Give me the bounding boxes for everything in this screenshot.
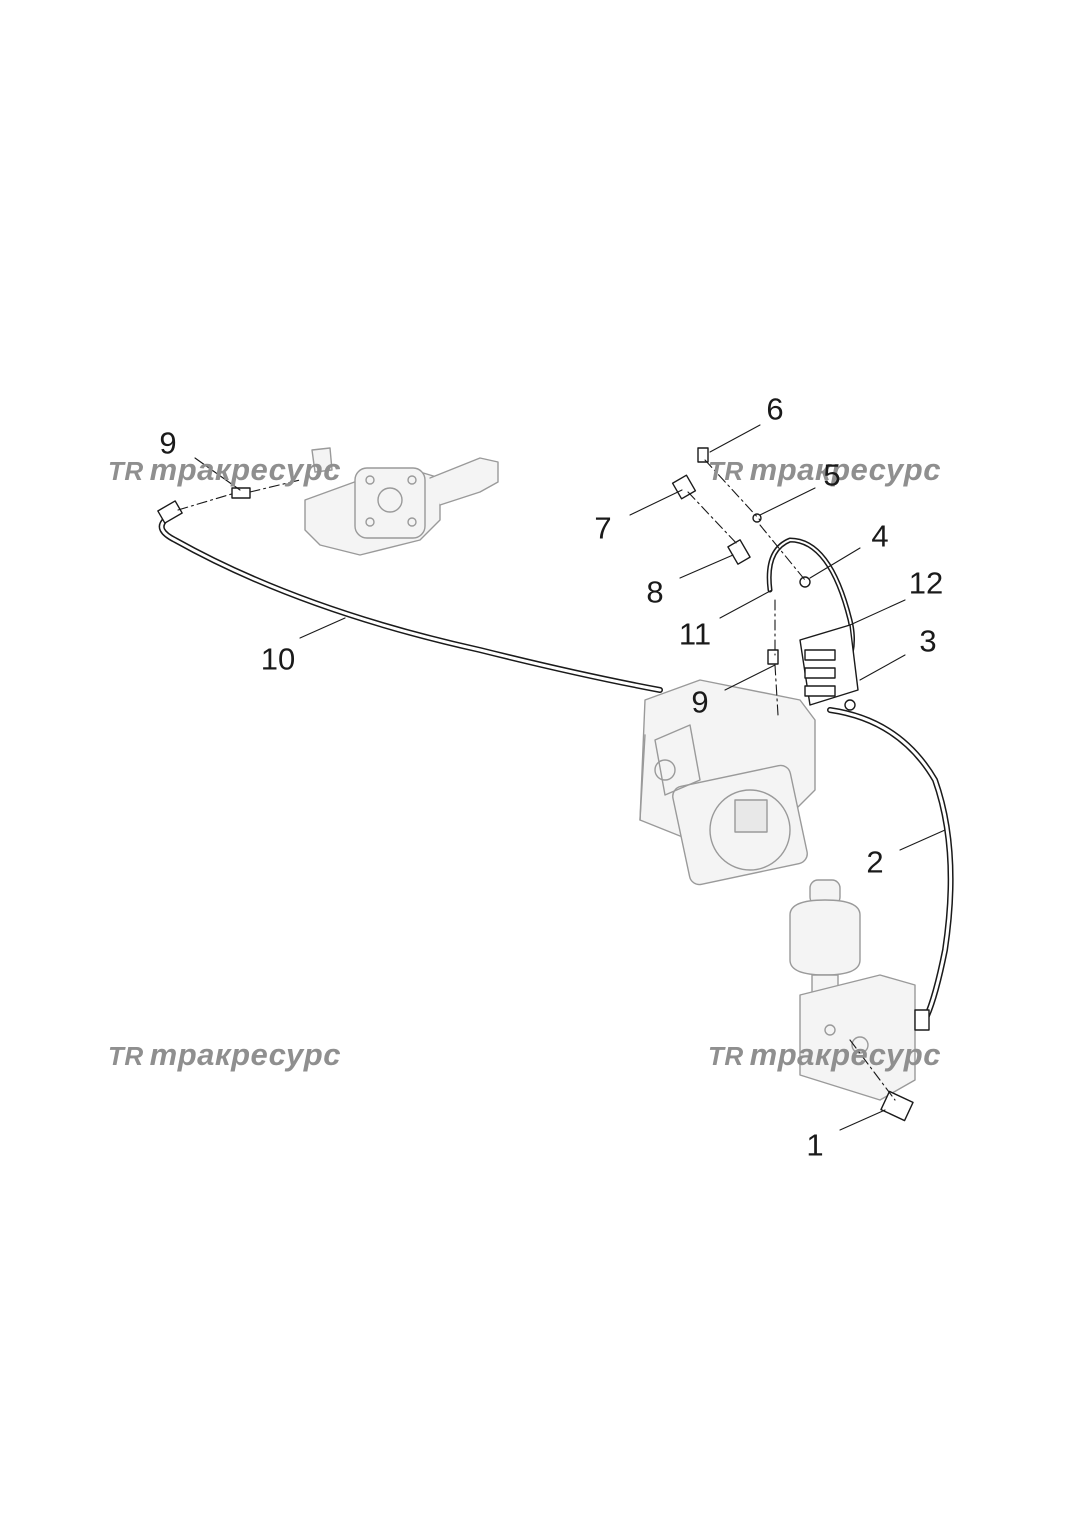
callout-4: 4 [871,518,889,554]
logo-mark: TR [108,456,144,486]
hydraulic-pump-part [639,679,816,886]
fittings [157,447,930,1122]
callout-10: 10 [260,641,296,677]
logo-mark: TR [708,456,744,486]
callout-9-pump: 9 [691,684,709,720]
watermark-text: тракресурс [149,1037,341,1072]
watermark-text: тракресурс [149,452,341,487]
callout-12: 12 [908,565,944,601]
callout-11: 11 [678,616,712,652]
callout-5: 5 [823,457,841,493]
callout-3: 3 [919,623,937,659]
leader-lines [194,424,946,1131]
accumulator-part [789,879,916,1101]
callout-7: 7 [594,510,612,546]
callout-8: 8 [646,574,664,610]
alignment-lines [177,459,896,1101]
callout-9-top: 9 [159,425,177,461]
callout-2: 2 [866,844,884,880]
logo-mark: TR [708,1041,744,1071]
bracket-12 [799,624,859,711]
control-valve-part [304,447,499,556]
watermark-text: тракресурс [749,1037,941,1072]
callout-1: 1 [806,1127,824,1163]
callout-6: 6 [766,391,784,427]
logo-mark: TR [108,1041,144,1071]
hose-10 [158,517,663,693]
watermark-text: тракресурс [749,452,941,487]
hose-2 [827,707,954,1023]
